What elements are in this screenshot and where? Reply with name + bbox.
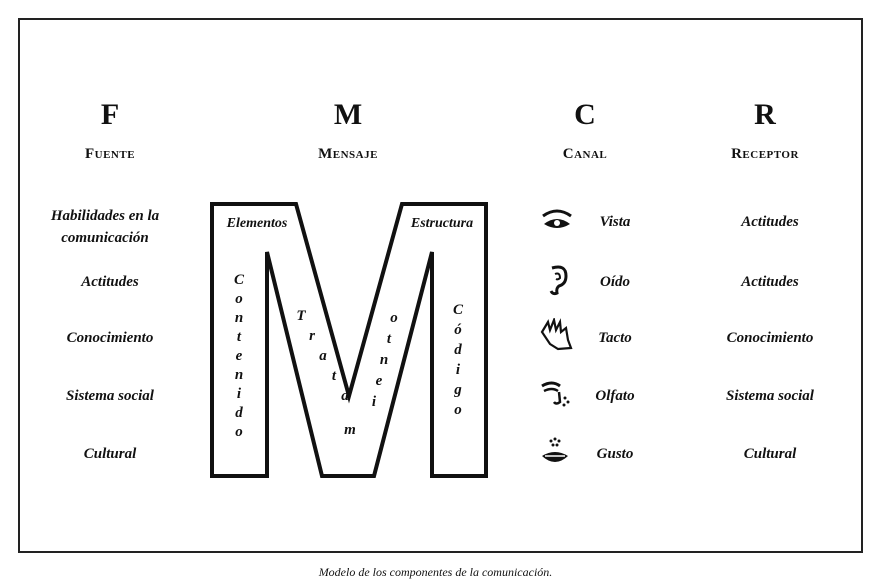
otnei-letter: i <box>371 394 377 410</box>
contenido-letter: n <box>234 310 244 326</box>
trata-letter: r <box>309 328 315 344</box>
canal-title: Canal <box>562 146 608 162</box>
contenido-letter: o <box>235 291 243 307</box>
contenido-letter: e <box>235 348 243 364</box>
canal-item-label: Olfato <box>595 388 635 404</box>
nose-icon <box>541 381 570 407</box>
codigo-letter: g <box>454 382 462 398</box>
mensaje-letter: M <box>333 98 363 131</box>
receptor-item: Conocimiento <box>726 330 814 346</box>
fuente-letter: F <box>100 98 120 131</box>
codigo-letter: i <box>455 362 461 378</box>
codigo-letter: ó <box>454 322 462 338</box>
otnei-letter: e <box>375 373 383 389</box>
eye-icon <box>542 209 572 228</box>
fuente-item: Habilidades en la comunicación <box>50 208 160 246</box>
otnei-letter: t <box>386 331 392 347</box>
trata-letter: a <box>341 388 349 404</box>
canal-letter: C <box>574 98 596 131</box>
canal-item-label: Vista <box>599 214 631 230</box>
receptor-letter: R <box>754 98 776 131</box>
trata-letter: t <box>331 368 337 384</box>
caption: Modelo de los componentes de la comunica… <box>318 565 553 579</box>
codigo-letter: d <box>454 342 462 358</box>
trata-letter: T <box>296 308 306 324</box>
receptor-item: Cultural <box>743 446 797 462</box>
receptor-item: Actitudes <box>741 274 799 290</box>
canal-item-label: Gusto <box>596 446 634 462</box>
fuente-item: Actitudes <box>81 274 139 290</box>
codigo-letter: o <box>454 402 462 418</box>
canal-item-label: Tacto <box>598 330 632 346</box>
fuente-title: Fuente <box>84 146 136 162</box>
fuente-item: Cultural <box>83 446 137 462</box>
trata-letter: a <box>319 348 327 364</box>
otnei-letter: o <box>390 310 398 326</box>
receptor-title: Receptor <box>731 146 799 162</box>
contenido-letter: C <box>233 272 244 288</box>
receptor-item: Sistema social <box>726 388 814 404</box>
contenido-letter: o <box>235 424 243 440</box>
diagram-frame <box>18 18 863 553</box>
mouth-icon <box>542 437 568 462</box>
contenido-letter: d <box>235 405 243 421</box>
receptor-item: Actitudes <box>741 214 799 230</box>
estructura-label: Estructura <box>410 216 474 231</box>
hand-icon <box>540 318 573 351</box>
elementos-label: Elementos <box>226 216 288 231</box>
bottom-m-letter: m <box>344 422 356 438</box>
contenido-letter: n <box>234 367 244 383</box>
contenido-letter: t <box>236 329 242 345</box>
mensaje-title: Mensaje <box>318 146 378 162</box>
ear-icon <box>549 265 568 296</box>
fuente-item: Sistema social <box>66 388 154 404</box>
otnei-letter: n <box>379 352 389 368</box>
contenido-letter: i <box>236 386 242 402</box>
fuente-item: Conocimiento <box>66 330 154 346</box>
codigo-letter: C <box>452 302 463 318</box>
canal-item-label: Oído <box>600 274 630 290</box>
